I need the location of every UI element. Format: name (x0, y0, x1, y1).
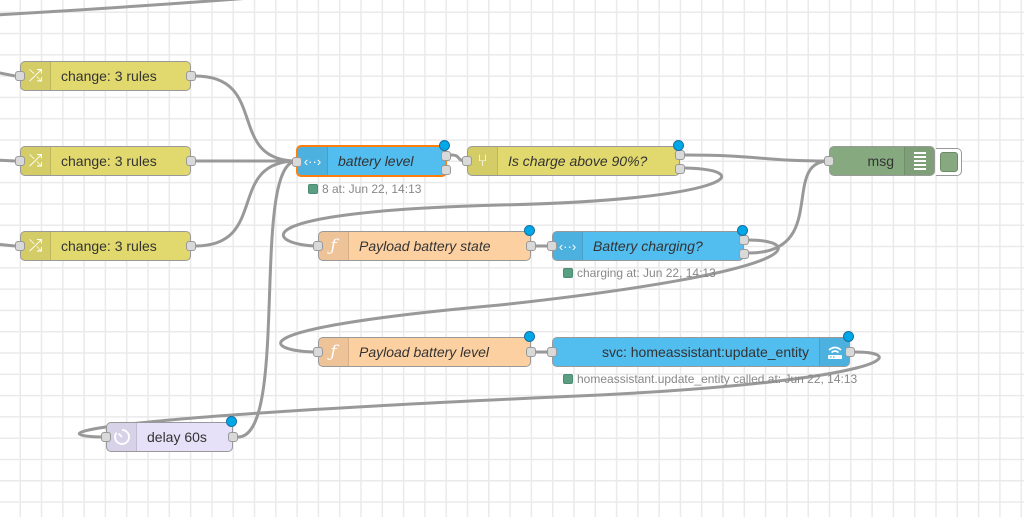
output-port[interactable] (845, 347, 855, 357)
shuffle-icon: ⤮ (21, 62, 51, 90)
changed-indicator (524, 331, 535, 342)
node-label: change: 3 rules (61, 153, 157, 169)
msg-debug-node[interactable]: msg (824, 146, 962, 176)
is-charge-above-node[interactable]: ⑂ Is charge above 90%? (462, 140, 685, 176)
output-port-1[interactable] (441, 151, 451, 161)
output-port-2[interactable] (675, 164, 685, 174)
wire-charging-msg[interactable] (748, 159, 830, 255)
output-port-1[interactable] (739, 235, 749, 245)
svc-update-entity-node[interactable]: svc: homeassistant:update_entity homeass… (547, 331, 857, 386)
wire-switch-payload-state[interactable] (281, 166, 724, 248)
node-status: homeassistant.update_entity called at: J… (563, 372, 857, 386)
output-port[interactable] (186, 71, 196, 81)
input-port[interactable] (462, 156, 472, 166)
output-port[interactable] (526, 347, 536, 357)
node-label: Battery charging? (593, 238, 703, 254)
changed-indicator (673, 140, 684, 151)
input-port[interactable] (547, 241, 557, 251)
change-node-3[interactable]: ⤮ change: 3 rules (15, 231, 196, 261)
shuffle-icon: ⤮ (21, 147, 51, 175)
battery-charging-node[interactable]: ‹··› Battery charging? charging at: Jun … (547, 225, 749, 280)
wire-offscreen-change2[interactable] (0, 158, 16, 163)
output-port[interactable] (186, 156, 196, 166)
input-port[interactable] (15, 71, 25, 81)
changed-indicator (439, 140, 450, 151)
input-port[interactable] (292, 157, 302, 167)
delay-node[interactable]: delay 60s (101, 416, 238, 452)
node-label: change: 3 rules (61, 238, 157, 254)
change-node-2[interactable]: ⤮ change: 3 rules (15, 146, 196, 176)
node-label: Payload battery level (359, 344, 489, 360)
input-port[interactable] (313, 347, 323, 357)
shuffle-icon: ⤮ (21, 232, 51, 260)
node-status: 8 at: Jun 22, 14:13 (308, 182, 421, 196)
node-label: msg (867, 153, 894, 169)
wire-switch-msg[interactable] (684, 153, 830, 163)
payload-battery-state-node[interactable]: ƒ Payload battery state (313, 225, 536, 261)
status-dot-icon (563, 268, 573, 278)
node-label: svc: homeassistant:update_entity (601, 344, 809, 360)
output-port[interactable] (526, 241, 536, 251)
timer-icon (107, 423, 137, 451)
changed-indicator (226, 416, 237, 427)
node-status: charging at: Jun 22, 14:13 (563, 266, 716, 280)
change-node-1[interactable]: ⤮ change: 3 rules (15, 61, 196, 91)
wire-offscreen-change3[interactable] (0, 242, 16, 248)
output-port-2[interactable] (441, 165, 451, 175)
wire-change3-battery[interactable] (194, 159, 298, 248)
node-label: change: 3 rules (61, 68, 157, 84)
input-port[interactable] (824, 156, 834, 166)
function-icon: ƒ (319, 338, 349, 366)
wire-offscreen-change1[interactable] (0, 71, 16, 78)
function-icon: ƒ (319, 232, 349, 260)
status-text: charging at: Jun 22, 14:13 (577, 266, 716, 280)
changed-indicator (524, 225, 535, 236)
node-label: delay 60s (147, 429, 207, 445)
output-port-1[interactable] (675, 150, 685, 160)
output-port-2[interactable] (739, 249, 749, 259)
wire-delay-battery[interactable] (237, 159, 298, 439)
node-label: Payload battery state (359, 238, 491, 254)
list-icon (904, 147, 934, 175)
payload-battery-level-node[interactable]: ƒ Payload battery level (313, 331, 536, 367)
wire-change1-battery[interactable] (194, 74, 298, 163)
switch-icon: ⑂ (468, 147, 498, 175)
node-label: Is charge above 90%? (508, 153, 648, 169)
input-port[interactable] (15, 156, 25, 166)
output-port[interactable] (186, 241, 196, 251)
battery-level-node[interactable]: ‹··› battery level 8 at: Jun 22, 14:13 (292, 140, 451, 196)
input-port[interactable] (101, 432, 111, 442)
output-port[interactable] (228, 432, 238, 442)
changed-indicator (737, 225, 748, 236)
code-arrows-icon: ‹··› (553, 232, 583, 260)
code-arrows-icon: ‹··› (298, 147, 328, 175)
wire-offscreen-top[interactable] (0, 0, 250, 17)
changed-indicator (843, 331, 854, 342)
input-port[interactable] (15, 241, 25, 251)
wire-charging-payload-level[interactable] (279, 238, 780, 354)
status-text: 8 at: Jun 22, 14:13 (322, 182, 422, 196)
status-text: homeassistant.update_entity called at: J… (577, 372, 858, 386)
status-dot-icon (308, 184, 318, 194)
input-port[interactable] (547, 347, 557, 357)
wire-svc-delay[interactable] (77, 350, 881, 439)
debug-toggle-button[interactable] (936, 148, 962, 176)
node-label: battery level (338, 153, 414, 169)
router-icon (819, 338, 849, 366)
input-port[interactable] (313, 241, 323, 251)
status-dot-icon (563, 374, 573, 384)
